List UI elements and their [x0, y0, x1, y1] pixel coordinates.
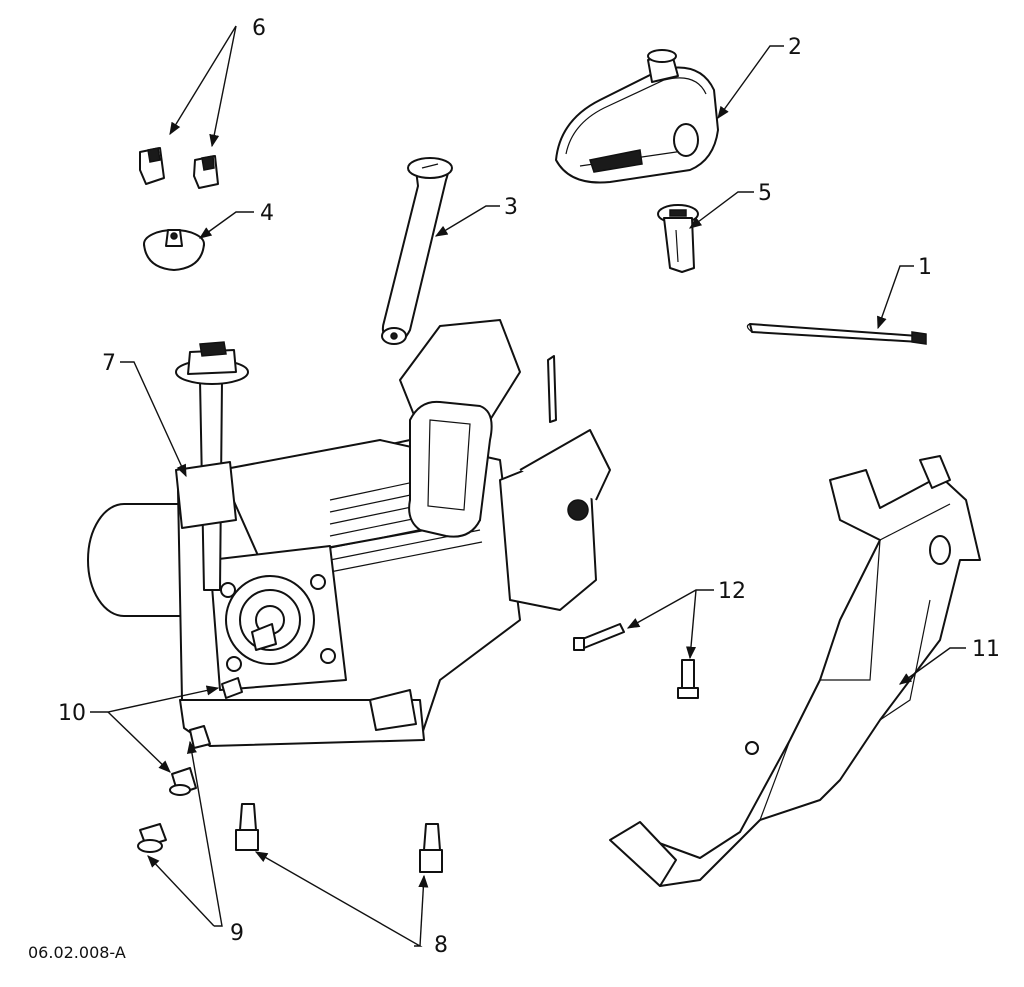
callout-3: 3 — [504, 195, 518, 220]
part-8-studs — [235, 803, 443, 873]
part-9-plug — [137, 823, 167, 853]
part-4-cap — [143, 229, 205, 271]
callout-5: 5 — [758, 181, 772, 206]
callout-1: 1 — [918, 255, 932, 280]
callout-7: 7 — [102, 351, 116, 376]
part-2-tank-cover — [555, 49, 719, 184]
part-1-tie-strap — [746, 323, 927, 345]
callout-8: 8 — [434, 933, 448, 958]
part-3-dipstick — [381, 157, 453, 345]
callout-labels: 6 4 3 2 5 1 7 10 9 8 12 11 06.02.008-A — [28, 16, 1000, 962]
callout-10: 10 — [58, 701, 86, 726]
callout-6: 6 — [252, 16, 266, 41]
callout-2: 2 — [788, 35, 802, 60]
part-12-bolts — [573, 623, 699, 699]
part-10-plug — [169, 767, 197, 796]
callout-9: 9 — [230, 921, 244, 946]
callout-11: 11 — [972, 637, 1000, 662]
callout-4: 4 — [260, 201, 274, 226]
part-5-grommet — [657, 204, 699, 273]
document-id: 06.02.008-A — [28, 943, 126, 962]
leader-lines — [90, 25, 966, 947]
engine-assembly — [87, 319, 611, 749]
part-6-clips — [139, 147, 219, 189]
part-11-shroud — [609, 455, 981, 887]
callout-12: 12 — [718, 579, 746, 604]
